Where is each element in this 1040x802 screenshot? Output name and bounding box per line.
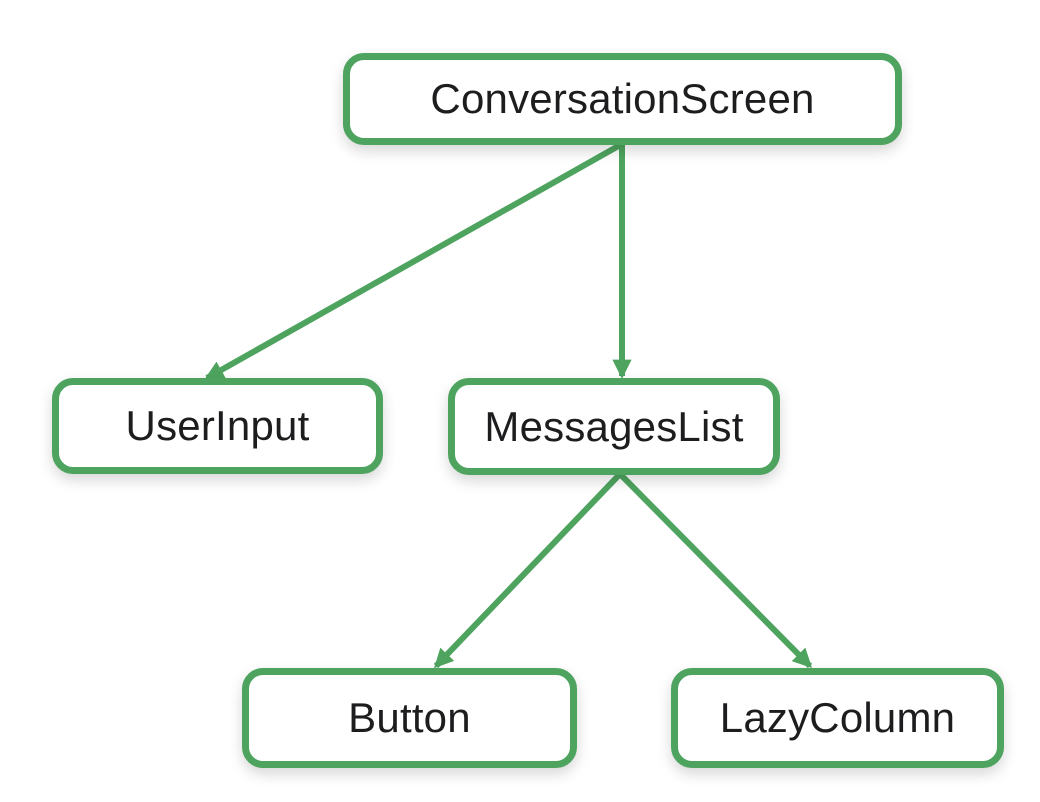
edge-conversationscreen-userinput <box>204 141 624 381</box>
node-conversation-screen: ConversationScreen <box>343 53 902 145</box>
node-user-input: UserInput <box>52 378 383 474</box>
node-messages-list: MessagesList <box>448 378 780 475</box>
node-button: Button <box>242 668 577 768</box>
edge-messageslist-lazycolumn <box>617 471 813 669</box>
node-lazy-column: LazyColumn <box>671 668 1004 768</box>
node-conversation-screen-label: ConversationScreen <box>430 75 815 122</box>
node-messages-list-label: MessagesList <box>484 402 744 450</box>
node-button-label: Button <box>348 694 471 741</box>
node-user-input-label: UserInput <box>125 402 310 449</box>
edge-messageslist-button <box>433 471 623 669</box>
node-lazy-column-label: LazyColumn <box>719 694 956 741</box>
